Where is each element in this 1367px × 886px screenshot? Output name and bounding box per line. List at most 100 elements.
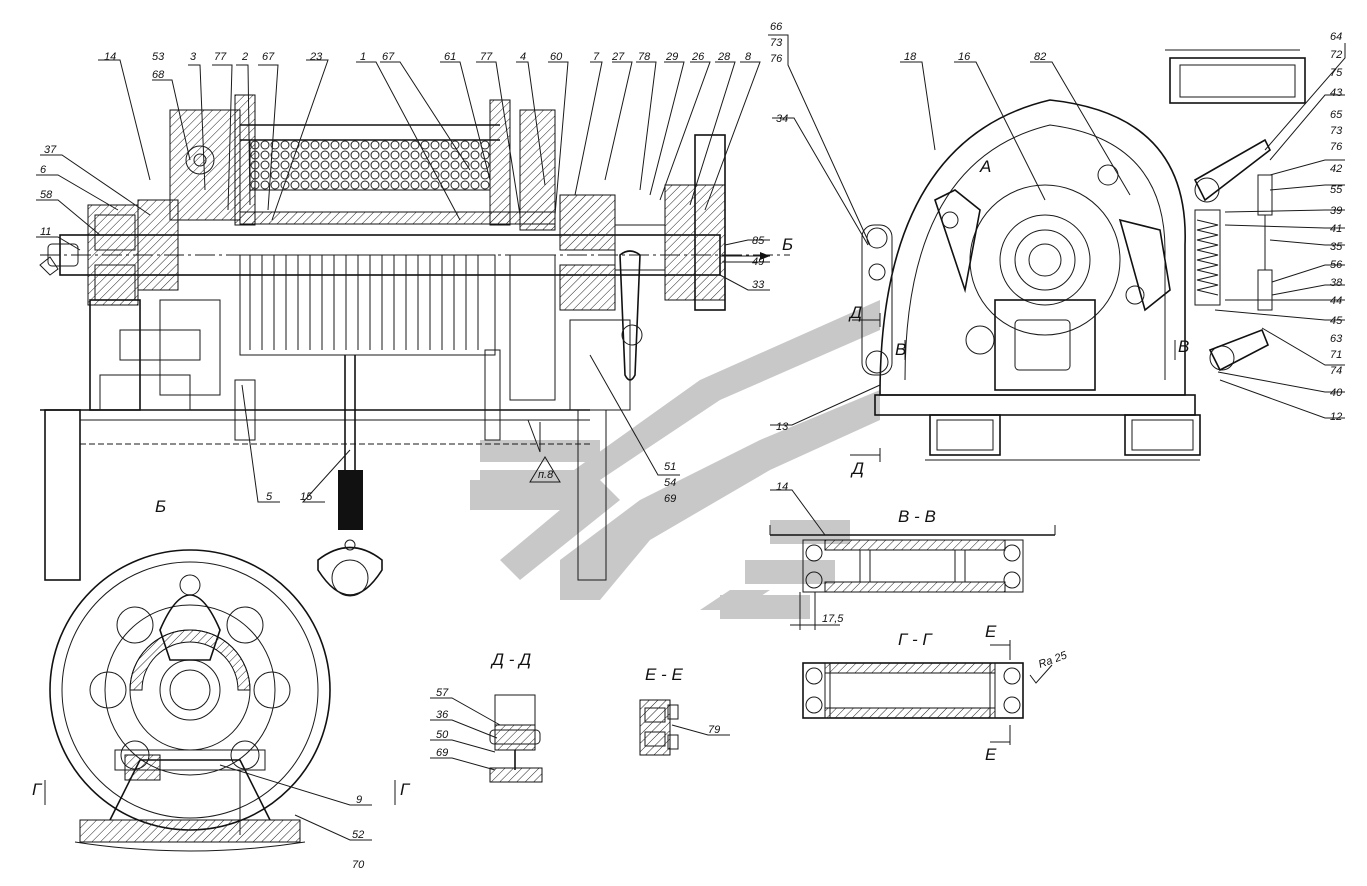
callout-23: 23	[309, 51, 323, 63]
section-ee	[639, 699, 679, 756]
mark-e2: Е	[985, 745, 997, 764]
callout-4: 4	[520, 51, 526, 63]
callout-79: 79	[708, 724, 720, 736]
section-marker-lines	[44, 252, 1176, 805]
section-vv	[769, 525, 1056, 630]
callout-60: 60	[550, 51, 563, 63]
callout-16: 16	[958, 51, 971, 63]
callout-56: 56	[1330, 259, 1343, 271]
watermark-logo	[470, 300, 880, 619]
leader-lines	[36, 34, 1346, 841]
callout-9: 9	[356, 794, 362, 806]
view-b-label: Б	[155, 497, 166, 516]
callout-26: 26	[691, 51, 705, 63]
mark-d2: Д	[850, 459, 864, 478]
callout-68: 68	[152, 69, 165, 81]
callout-43: 43	[1330, 87, 1343, 99]
callout-78: 78	[638, 51, 651, 63]
section-dd	[489, 694, 543, 783]
callout-35: 35	[1330, 241, 1343, 253]
callout-55: 55	[1330, 184, 1343, 196]
callout-40: 40	[1330, 387, 1343, 399]
callout-3: 3	[190, 51, 197, 63]
callout-67a: 67	[262, 51, 275, 63]
callout-18: 18	[904, 51, 917, 63]
mark-v2: В	[1178, 337, 1189, 356]
callout-6: 6	[40, 164, 47, 176]
callout-58: 58	[40, 189, 53, 201]
callout-14: 14	[104, 51, 116, 63]
callout-11: 11	[40, 226, 51, 238]
mark-a: А	[979, 157, 991, 176]
callout-63: 63	[1330, 333, 1343, 345]
part-callouts: 14 53 68 3 77 2 67 23 1 67 61 77 4 60 7 …	[40, 21, 1343, 871]
callout-14b: 14	[776, 481, 788, 493]
callout-8: 8	[745, 51, 752, 63]
callout-37: 37	[44, 144, 57, 156]
callout-1: 1	[360, 51, 366, 63]
callout-29: 29	[665, 51, 678, 63]
mark-d1: Д	[848, 303, 862, 322]
callout-73a: 73	[770, 37, 783, 49]
callout-49: 49	[752, 256, 764, 268]
callout-71: 71	[1330, 349, 1342, 361]
section-gg	[802, 640, 1053, 745]
callout-61: 61	[444, 51, 456, 63]
mark-g2: Г	[400, 780, 411, 799]
callout-34: 34	[776, 113, 788, 125]
section-labels: Б Б В - В Г - Г Д - Д Е - Е А В В Д Д Г …	[32, 157, 1189, 799]
brake-end-view	[861, 49, 1306, 461]
callout-77a: 77	[214, 51, 227, 63]
callout-85: 85	[752, 235, 765, 247]
callout-69a: 69	[664, 493, 676, 505]
callout-52: 52	[352, 829, 364, 841]
callout-7: 7	[593, 51, 600, 63]
callout-51: 51	[664, 461, 676, 473]
callout-76b: 76	[1330, 141, 1343, 153]
callout-12: 12	[1330, 411, 1342, 423]
callout-66: 66	[770, 21, 783, 33]
section-gg-title: Г - Г	[898, 630, 933, 649]
callout-69b: 69	[436, 747, 448, 759]
callout-54: 54	[664, 477, 676, 489]
callout-70: 70	[352, 859, 365, 871]
callout-45: 45	[1330, 315, 1343, 327]
drum-rope-lower	[239, 254, 496, 356]
callout-50: 50	[436, 729, 449, 741]
surface-roughness: Ra 25	[1037, 649, 1070, 671]
view-b-end-view	[49, 549, 331, 852]
callout-39: 39	[1330, 205, 1342, 217]
callout-64: 64	[1330, 31, 1342, 43]
callout-53: 53	[152, 51, 165, 63]
callout-67b: 67	[382, 51, 395, 63]
callout-5: 5	[266, 491, 273, 503]
callout-33: 33	[752, 279, 765, 291]
mark-v1: В	[895, 340, 906, 359]
dimension-17-5: 17,5	[822, 613, 844, 625]
note-p8: п.8	[538, 469, 554, 481]
callout-75: 75	[1330, 67, 1343, 79]
callout-15: 15	[300, 491, 313, 503]
callout-2: 2	[241, 51, 248, 63]
callout-13: 13	[776, 421, 789, 433]
mark-e1: Е	[985, 622, 997, 641]
section-dd-title: Д - Д	[490, 650, 531, 669]
callout-41: 41	[1330, 223, 1342, 235]
callout-72: 72	[1330, 49, 1342, 61]
callout-74: 74	[1330, 365, 1342, 377]
section-vv-title: В - В	[898, 507, 936, 526]
callout-73b: 73	[1330, 125, 1343, 137]
callout-36: 36	[436, 709, 449, 721]
callout-44: 44	[1330, 295, 1342, 307]
callout-57: 57	[436, 687, 449, 699]
mark-g1: Г	[32, 780, 43, 799]
section-ee-title: Е - Е	[645, 665, 683, 684]
rope-hook	[317, 355, 383, 597]
callout-42: 42	[1330, 163, 1342, 175]
callout-27: 27	[611, 51, 625, 63]
callout-77b: 77	[480, 51, 493, 63]
callout-28: 28	[717, 51, 731, 63]
arrow-b-label: Б	[782, 235, 793, 254]
callout-38: 38	[1330, 277, 1343, 289]
